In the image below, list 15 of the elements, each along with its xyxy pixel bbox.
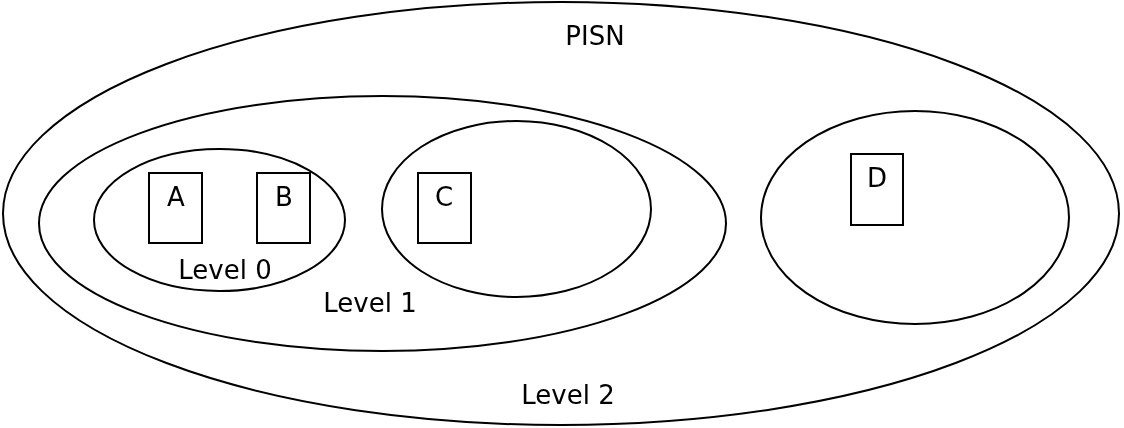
region-label: B: [275, 184, 293, 210]
region-label: C: [434, 184, 454, 210]
node-box: [850, 153, 904, 226]
region-label: Level 2: [521, 382, 615, 408]
region-label: Level 1: [323, 290, 417, 316]
region-label: Level 0: [178, 257, 272, 283]
region-ellipse: [760, 110, 1070, 325]
region-ellipse: [93, 148, 346, 292]
region-label: A: [167, 184, 185, 210]
node-box: [417, 172, 472, 244]
node-box: [256, 172, 311, 244]
node-box: [148, 172, 203, 244]
region-ellipse: [38, 95, 727, 352]
region-label: PISN: [565, 23, 625, 49]
region-label: D: [867, 165, 887, 191]
